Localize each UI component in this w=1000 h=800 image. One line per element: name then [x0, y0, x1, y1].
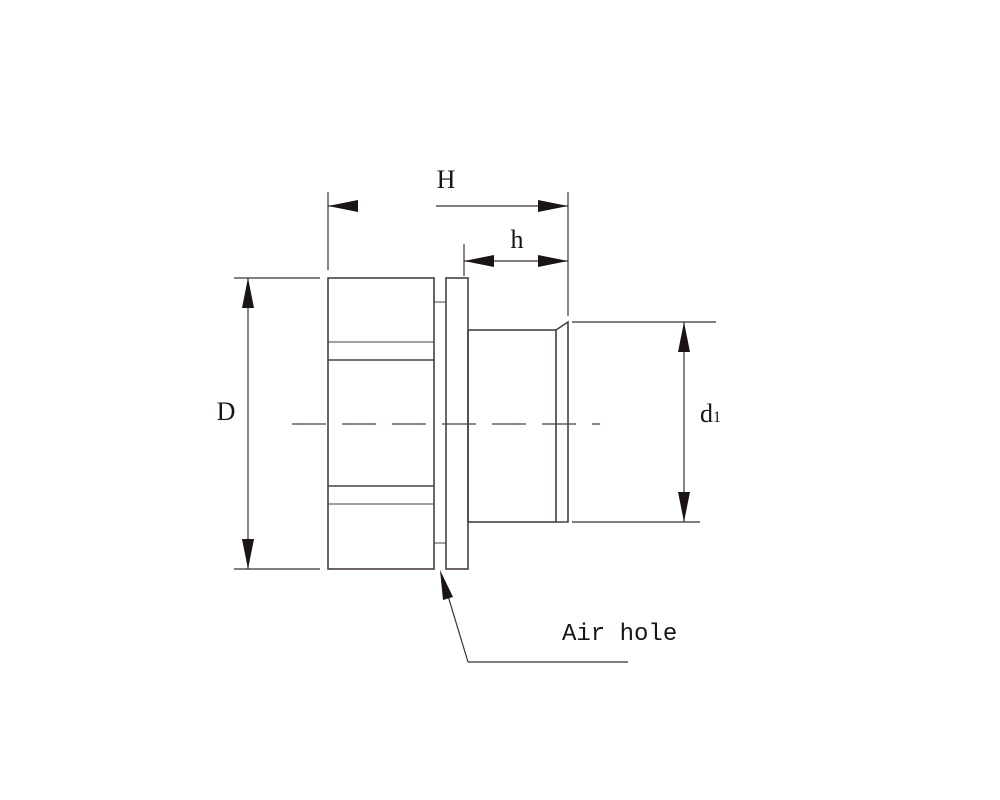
air-hole-callout: Air hole: [440, 570, 677, 663]
leader-arrow: [440, 570, 453, 600]
arrow-h-left: [464, 255, 494, 267]
arrow-h-right: [538, 255, 568, 267]
shank-chamfer: [555, 320, 569, 523]
label-H: H: [437, 165, 456, 194]
label-h: h: [511, 225, 524, 254]
label-air-hole: Air hole: [562, 621, 677, 648]
arrow-d1-top: [678, 322, 690, 352]
label-d1-main: d: [700, 399, 713, 428]
arrow-D-top: [242, 278, 254, 308]
dimension-D: D: [217, 277, 320, 570]
dimension-h: h: [463, 225, 568, 276]
arrow-D-bottom: [242, 539, 254, 569]
arrow-H-right: [538, 200, 568, 212]
label-d1-subscript: 1: [713, 409, 721, 426]
air-hole-notch-top: [433, 278, 446, 303]
arrow-H-left: [328, 200, 358, 212]
part-body: [327, 277, 569, 570]
arrow-d1-bottom: [678, 492, 690, 522]
air-hole-notch-bottom: [433, 542, 446, 569]
label-D: D: [217, 397, 236, 426]
label-d1: d1: [700, 399, 721, 428]
dimension-H: H: [327, 165, 569, 316]
dimension-d1: d1: [572, 321, 721, 523]
threaded-shank: [467, 329, 557, 523]
hex-body: [327, 277, 435, 570]
